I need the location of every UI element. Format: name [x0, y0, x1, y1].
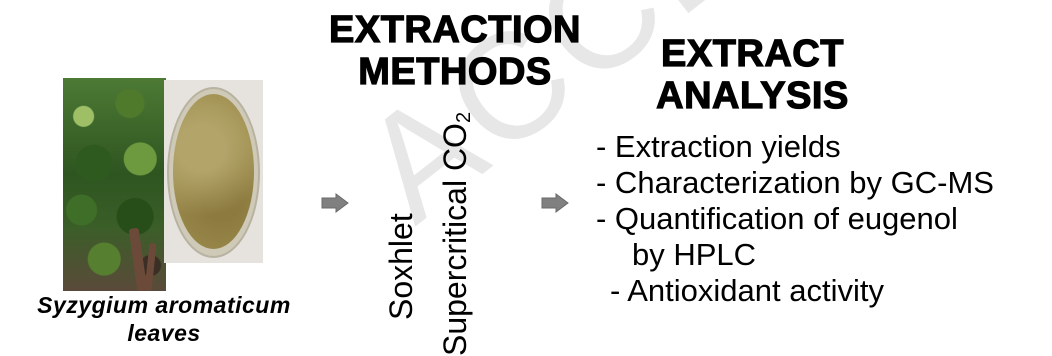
analysis-item-gcms: - Characterization by GC-MS [596, 165, 994, 200]
method-supercritical-co2: Supercritical CO2 [437, 112, 482, 356]
method-supercritical-subscript: 2 [453, 111, 475, 124]
species-label: Syzygium aromaticum leaves [0, 291, 328, 347]
method-soxhlet: Soxhlet [383, 213, 419, 320]
extraction-methods-heading: EXTRACTION METHODS [300, 8, 610, 93]
analysis-list: - Extraction yields - Characterization b… [596, 129, 994, 309]
analysis-item-antioxidant: - Antioxidant activity [610, 273, 884, 308]
method-soxhlet-label: Soxhlet [383, 213, 419, 320]
arrow-right-icon [321, 193, 349, 213]
extract-analysis-heading: EXTRACT ANALYSIS [625, 32, 880, 117]
extract-analysis-heading-line1: EXTRACT [660, 32, 844, 75]
extraction-methods-heading-line2: METHODS [358, 50, 552, 93]
analysis-item-yields: - Extraction yields [596, 129, 841, 164]
arrow-right-icon [541, 193, 569, 213]
extract-analysis-heading-line2: ANALYSIS [656, 74, 849, 117]
tree-photo [63, 78, 166, 291]
powder-dish-photo [164, 80, 263, 263]
extraction-methods-heading-line1: EXTRACTION [328, 8, 581, 51]
analysis-item-eugenol: - Quantification of eugenol [596, 201, 958, 236]
analysis-item-hplc: by HPLC [632, 237, 757, 272]
plant-part: leaves [127, 320, 201, 346]
method-supercritical-label: Supercritical CO [437, 123, 473, 356]
species-name: Syzygium aromaticum [37, 292, 291, 318]
